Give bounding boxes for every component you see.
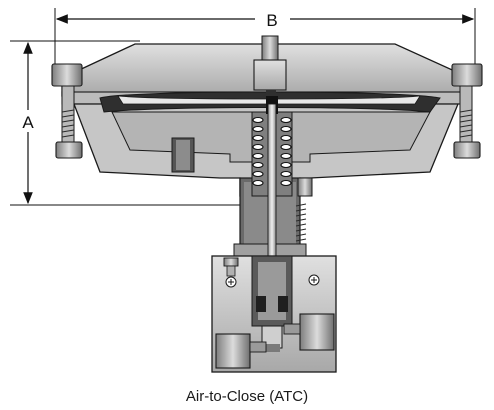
- outlet-port: [283, 313, 335, 351]
- diagram-caption: Air-to-Close (ATC): [185, 388, 309, 405]
- dimension-a: A: [10, 40, 250, 206]
- dimension-b-label: B: [266, 11, 277, 30]
- right-flange-bolt: [451, 63, 483, 159]
- inlet-port: [215, 333, 267, 369]
- dimension-b: B: [54, 8, 476, 68]
- left-flange-bolt: [51, 63, 83, 159]
- mounting-screw-right: [308, 274, 320, 286]
- mounting-screw-left: [223, 257, 239, 288]
- dimension-a-label: A: [22, 113, 34, 132]
